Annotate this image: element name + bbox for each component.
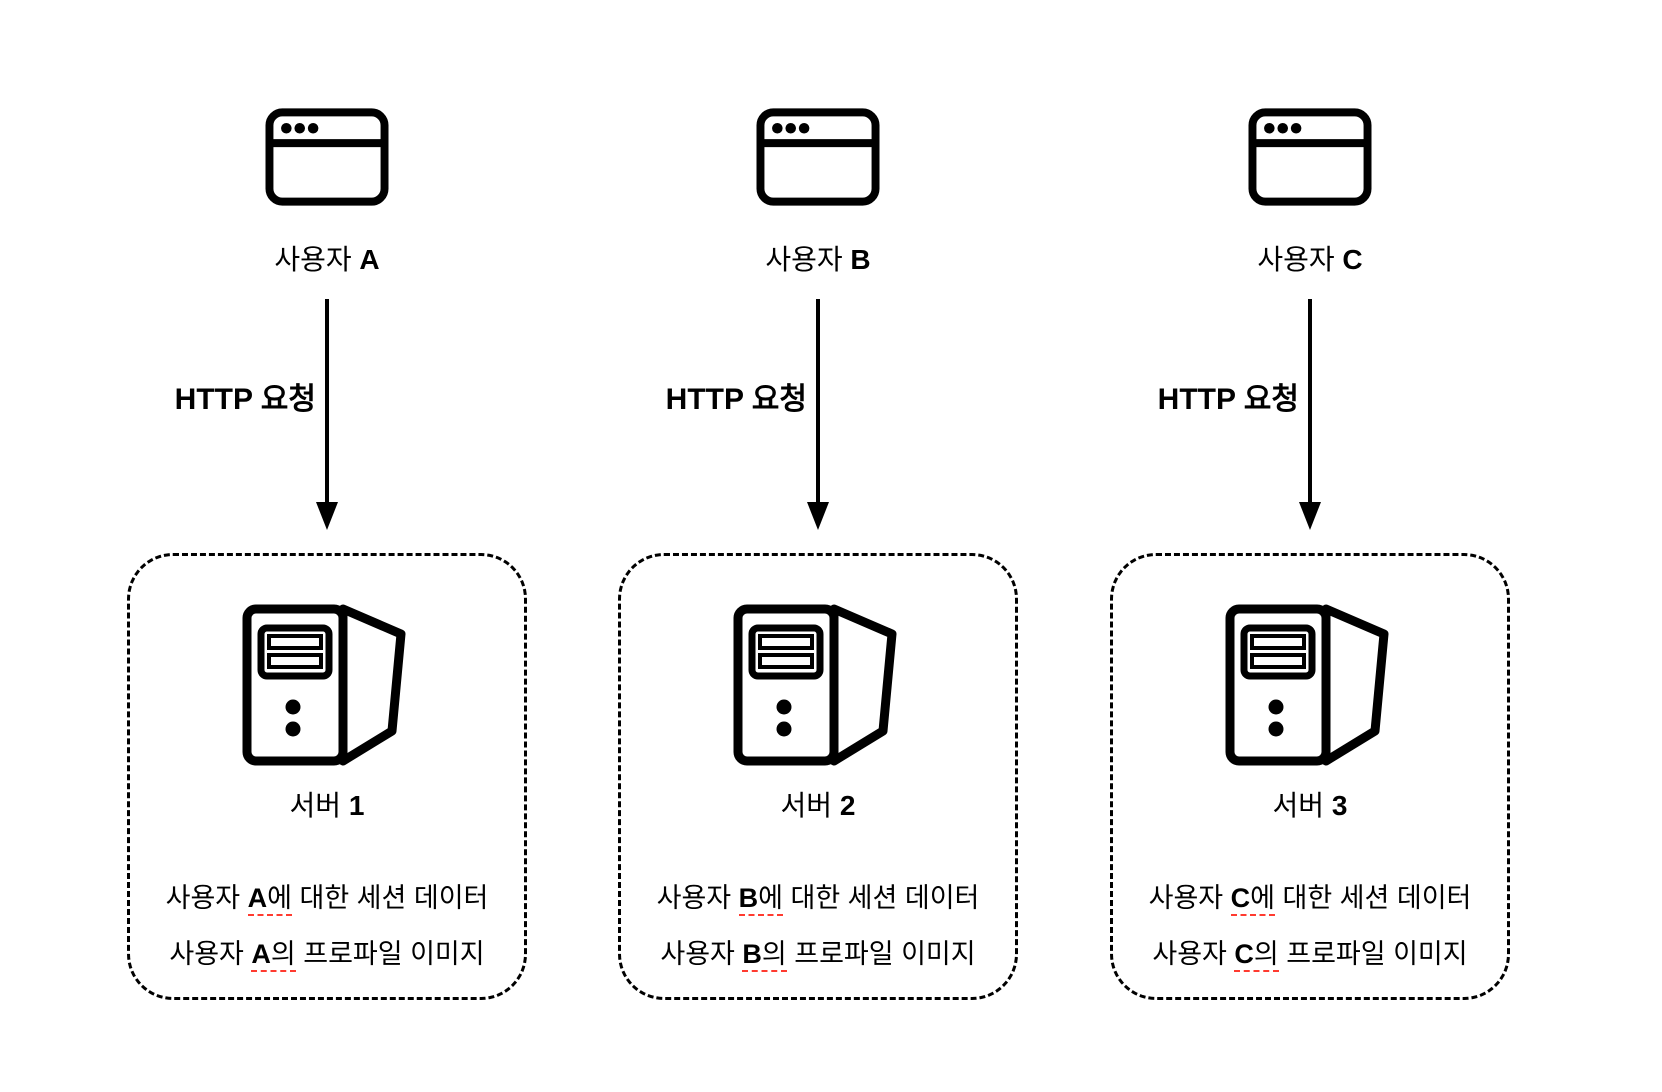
column-user-a: 사용자 A HTTP 요청 서버 1 사용자 A에 대한 세션 데이터 사용자 … bbox=[127, 0, 527, 1092]
server-box: 서버 3 사용자 C에 대한 세션 데이터 사용자 C의 프로파일 이미지 bbox=[1110, 553, 1510, 1000]
server-box: 서버 2 사용자 B에 대한 세션 데이터 사용자 B의 프로파일 이미지 bbox=[618, 553, 1018, 1000]
http-request-arrow-icon bbox=[316, 299, 338, 530]
profile-image-text: 사용자 C의 프로파일 이미지 bbox=[1113, 932, 1507, 972]
user-label: 사용자 B bbox=[765, 244, 871, 275]
browser-window-icon bbox=[756, 108, 880, 206]
browser-window-icon bbox=[1248, 108, 1372, 206]
http-request-label: HTTP 요청 bbox=[665, 383, 807, 416]
session-data-text: 사용자 A에 대한 세션 데이터 bbox=[130, 876, 524, 916]
server-label: 서버 3 bbox=[1272, 790, 1348, 821]
http-request-arrow-icon bbox=[807, 299, 829, 530]
spellcheck-underline: B의 bbox=[742, 939, 787, 972]
spellcheck-underline: C의 bbox=[1234, 939, 1279, 972]
server-label: 서버 1 bbox=[289, 790, 365, 821]
http-request-label: HTTP 요청 bbox=[174, 383, 316, 416]
server-box: 서버 1 사용자 A에 대한 세션 데이터 사용자 A의 프로파일 이미지 bbox=[127, 553, 527, 1000]
user-label: 사용자 A bbox=[274, 244, 380, 275]
user-label: 사용자 C bbox=[1257, 244, 1363, 275]
profile-image-text: 사용자 B의 프로파일 이미지 bbox=[621, 932, 1015, 972]
profile-image-text: 사용자 A의 프로파일 이미지 bbox=[130, 932, 524, 972]
server-label: 서버 2 bbox=[780, 790, 856, 821]
session-data-text: 사용자 B에 대한 세션 데이터 bbox=[621, 876, 1015, 916]
column-user-c: 사용자 C HTTP 요청 서버 3 사용자 C에 대한 세션 데이터 사용자 … bbox=[1110, 0, 1510, 1092]
column-user-b: 사용자 B HTTP 요청 서버 2 사용자 B에 대한 세션 데이터 사용자 … bbox=[618, 0, 1018, 1092]
http-request-arrow-icon bbox=[1299, 299, 1321, 530]
server-tower-icon bbox=[733, 604, 897, 766]
spellcheck-underline: B에 bbox=[738, 883, 783, 916]
browser-window-icon bbox=[265, 108, 389, 206]
spellcheck-underline: A에 bbox=[247, 883, 292, 916]
session-data-text: 사용자 C에 대한 세션 데이터 bbox=[1113, 876, 1507, 916]
server-tower-icon bbox=[242, 604, 406, 766]
server-tower-icon bbox=[1225, 604, 1389, 766]
spellcheck-underline: A의 bbox=[251, 939, 296, 972]
spellcheck-underline: C에 bbox=[1230, 883, 1275, 916]
http-request-label: HTTP 요청 bbox=[1157, 383, 1299, 416]
